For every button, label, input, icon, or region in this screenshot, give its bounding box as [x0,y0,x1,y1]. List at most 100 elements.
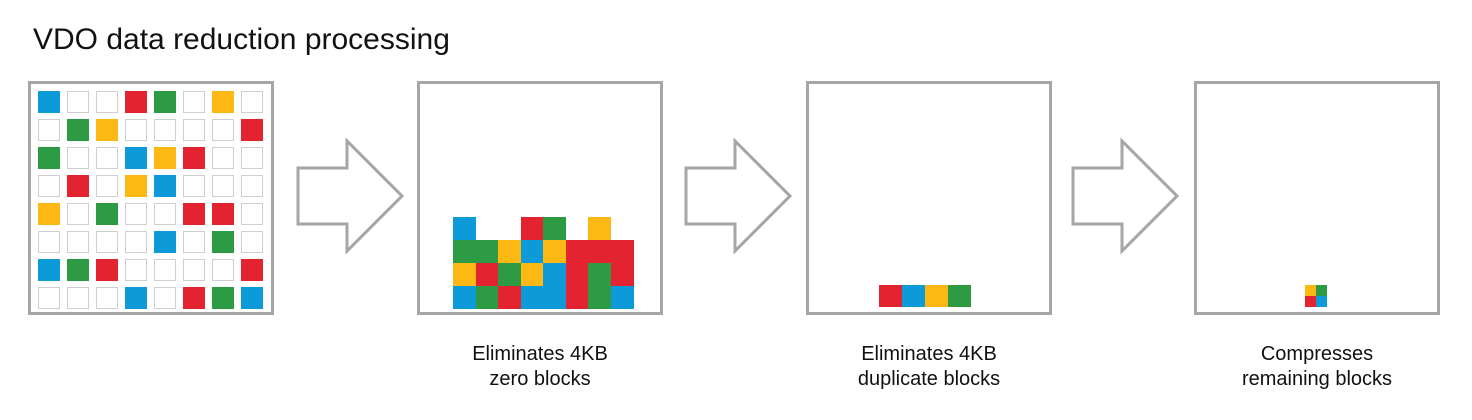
empty-block [154,259,176,281]
empty-block [38,119,60,141]
blue-block [1316,296,1327,307]
red-block [610,263,634,286]
green-block [588,286,611,309]
arrow-right-icon [683,137,793,255]
red-block [879,285,902,307]
green-block [67,119,89,141]
red-block [96,259,118,281]
empty-block [183,91,205,113]
green-block [1316,285,1327,296]
empty-block [67,231,89,253]
red-block [1305,296,1316,307]
empty-block [125,119,147,141]
yellow-block [543,240,566,263]
blue-block [241,287,263,309]
empty-block [96,175,118,197]
caption-duplicate-blocks: Eliminates 4KB duplicate blocks [779,342,1079,392]
caption-line: Compresses [1260,343,1374,365]
empty-block [67,203,89,225]
yellow-block [453,263,476,286]
yellow-block [925,285,948,307]
caption-zero-blocks: Eliminates 4KB zero blocks [390,342,690,392]
red-block [520,217,544,240]
red-block [565,240,589,263]
empty-block [212,259,234,281]
caption-compression: Compresses remaining blocks [1167,342,1467,392]
empty-block [125,259,147,281]
blue-block [543,286,566,309]
empty-block [38,231,60,253]
red-block [588,240,611,263]
empty-block [154,203,176,225]
green-block [948,285,971,307]
empty-block [241,231,263,253]
empty-block [212,147,234,169]
yellow-block [212,91,234,113]
empty-block [154,119,176,141]
red-block [183,147,205,169]
empty-block [183,231,205,253]
blue-block [154,231,176,253]
page-title: VDO data reduction processing [33,23,450,56]
empty-block [241,91,263,113]
red-block [183,287,205,309]
blue-block [38,259,60,281]
green-block [212,287,234,309]
green-block [543,217,566,240]
empty-block [183,259,205,281]
yellow-block [96,119,118,141]
yellow-block [520,263,544,286]
blue-block [125,147,147,169]
empty-block [96,91,118,113]
red-block [241,119,263,141]
red-block [498,286,521,309]
green-block [212,231,234,253]
dedup-panel [806,81,1052,315]
empty-block [212,175,234,197]
empty-block [67,91,89,113]
yellow-block [38,203,60,225]
blue-block [543,263,566,286]
caption-line: zero blocks [489,368,591,390]
empty-block [125,231,147,253]
red-block [610,240,634,263]
red-block [565,286,589,309]
compressed-panel [1194,81,1440,315]
yellow-block [498,240,521,263]
arrow-right-icon [295,137,405,255]
empty-block [96,287,118,309]
blue-block [610,286,634,309]
empty-block [241,147,263,169]
blue-block [902,285,925,307]
zero-eliminated-panel [417,81,663,315]
empty-block [67,147,89,169]
empty-block [67,287,89,309]
empty-block [154,287,176,309]
input-block-grid [38,91,269,311]
green-block [453,240,476,263]
red-block [183,203,205,225]
green-block [498,263,521,286]
empty-block [212,119,234,141]
blue-block [125,287,147,309]
empty-block [38,175,60,197]
empty-block [183,175,205,197]
caption-line: Eliminates 4KB [861,343,997,365]
green-block [38,147,60,169]
caption-line: remaining blocks [1241,368,1393,390]
blue-block [520,286,544,309]
red-block [125,91,147,113]
empty-block [96,147,118,169]
caption-line: Eliminates 4KB [472,343,608,365]
input-blocks-panel [28,81,274,315]
yellow-block [1305,285,1316,296]
blue-block [520,240,544,263]
blue-block [38,91,60,113]
empty-block [38,287,60,309]
green-block [588,263,611,286]
empty-block [125,203,147,225]
blue-block [453,286,476,309]
yellow-block [154,147,176,169]
green-block [96,203,118,225]
green-block [475,286,499,309]
